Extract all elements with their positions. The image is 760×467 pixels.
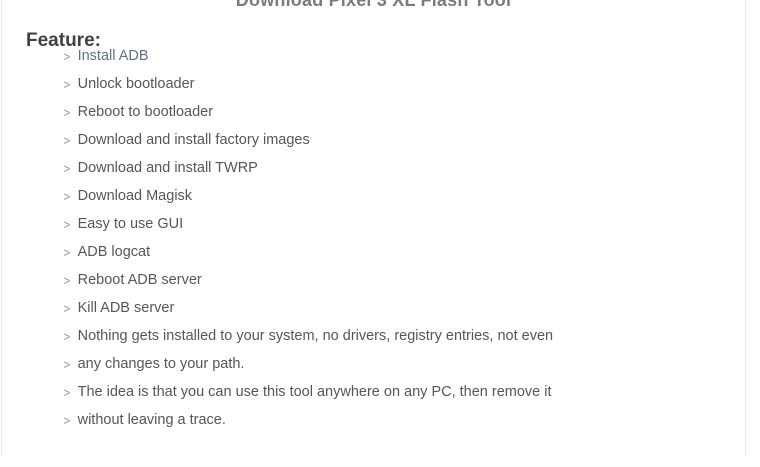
feature-item-link[interactable]: Install ADB [77,47,149,64]
feature-item: > Kill ADB server [2,294,722,322]
chevron-right-icon: > [63,104,71,120]
feature-item-label: Download and install TWRP [77,159,258,176]
chevron-right-icon: > [63,216,71,232]
feature-item: > Unlock bootloader [2,70,722,98]
chevron-right-icon: > [63,76,71,92]
feature-item: > any changes to your path. [2,350,722,378]
feature-list: > Install ADB > Unlock bootloader > Rebo… [2,42,722,434]
feature-item-label: Kill ADB server [77,299,175,316]
feature-item-label: Reboot to bootloader [77,103,214,120]
chevron-right-icon: > [63,132,71,148]
chevron-right-icon: > [63,300,71,316]
feature-section-heading: Feature: [26,29,101,51]
chevron-right-icon: > [63,412,71,428]
chevron-right-icon: > [63,188,71,204]
chevron-right-icon: > [63,384,71,400]
feature-item-label: any changes to your path. [77,355,245,372]
feature-item: > Reboot to bootloader [2,98,722,126]
content-page: Download Pixel 3 XL Flash Tool Feature: … [1,0,746,456]
chevron-right-icon: > [63,160,71,176]
chevron-right-icon: > [63,272,71,288]
feature-item-label: Reboot ADB server [77,271,202,288]
feature-item-label: Download Magisk [77,187,193,204]
feature-item-label: ADB logcat [77,243,151,260]
feature-item: > ADB logcat [2,238,722,266]
chevron-right-icon: > [63,48,71,64]
feature-item: > Reboot ADB server [2,266,722,294]
feature-item-label: Unlock bootloader [77,75,195,92]
feature-item: > Download and install TWRP [2,154,722,182]
feature-item-label: Nothing gets installed to your system, n… [77,327,554,344]
feature-item-label: The idea is that you can use this tool a… [77,383,552,400]
chevron-right-icon: > [63,356,71,372]
feature-item-label: Easy to use GUI [77,215,184,232]
page-title: Download Pixel 3 XL Flash Tool [235,0,512,10]
feature-item: > Install ADB [2,42,722,70]
chevron-right-icon: > [63,244,71,260]
chevron-right-icon: > [63,328,71,344]
feature-item: > Download Magisk [2,182,722,210]
feature-item-label: Download and install factory images [77,131,310,148]
feature-item: > The idea is that you can use this tool… [2,378,722,406]
feature-item: > without leaving a trace. [2,406,722,434]
feature-item: > Download and install factory images [2,126,722,154]
feature-item-label: without leaving a trace. [77,411,226,428]
feature-item: > Nothing gets installed to your system,… [2,322,722,350]
feature-item: > Easy to use GUI [2,210,722,238]
